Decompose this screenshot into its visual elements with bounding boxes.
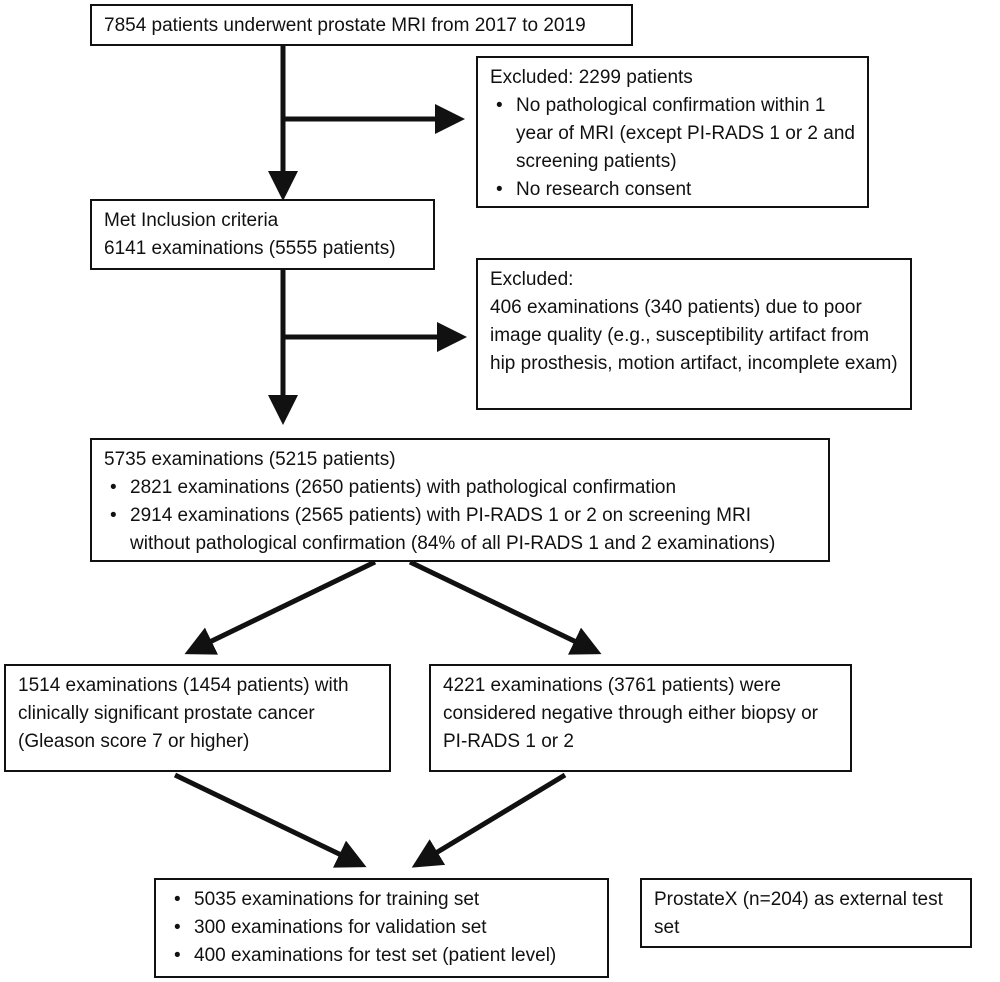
inclusion-line2: 6141 examinations (5555 patients) [104,238,396,259]
negative-box: 4221 examinations (3761 patients) were c… [429,664,852,772]
arrow-cohort-to-negative [408,559,602,655]
exclusion2-title: Excluded: [490,269,574,290]
arrow-positive-to-splits [173,772,367,868]
exclusion1-bullet: No research consent [490,176,855,204]
arrow-cohort-to-positive [184,559,377,655]
negative-text: 4221 examinations (3761 patients) were c… [443,675,818,752]
exclusion1-list: No pathological confirmation within 1 ye… [490,92,855,204]
cohort-box: 5735 examinations (5215 patients) 2821 e… [90,438,830,562]
cohort-bullet: 2914 examinations (2565 patients) with P… [104,502,816,558]
exclusion1-bullet: No pathological confirmation within 1 ye… [490,92,855,176]
exclusion2-box: Excluded: 406 examinations (340 patients… [476,258,912,410]
exclusion2-text: 406 examinations (340 patients) due to p… [490,297,898,374]
splits-bullet: 400 examinations for test set (patient l… [168,942,595,970]
splits-bullet: 300 examinations for validation set [168,914,595,942]
splits-bullet: 5035 examinations for training set [168,886,595,914]
inclusion-box: Met Inclusion criteria 6141 examinations… [90,199,435,270]
start-text: 7854 patients underwent prostate MRI fro… [104,15,586,36]
cohort-title: 5735 examinations (5215 patients) [104,449,396,470]
positive-box: 1514 examinations (1454 patients) with c… [4,664,391,772]
positive-text: 1514 examinations (1454 patients) with c… [18,675,349,752]
external-text: ProstateX (n=204) as external test set [654,889,943,938]
inclusion-line1: Met Inclusion criteria [104,210,279,231]
exclusion1-box: Excluded: 2299 patients No pathological … [476,56,869,208]
external-box: ProstateX (n=204) as external test set [640,878,972,948]
arrow-negative-to-splits [411,772,567,868]
cohort-bullet: 2821 examinations (2650 patients) with p… [104,474,816,502]
start-box: 7854 patients underwent prostate MRI fro… [90,4,633,46]
exclusion1-title: Excluded: 2299 patients [490,67,693,88]
cohort-list: 2821 examinations (2650 patients) with p… [104,474,816,558]
splits-list: 5035 examinations for training set 300 e… [168,886,595,970]
splits-box: 5035 examinations for training set 300 e… [154,878,609,978]
